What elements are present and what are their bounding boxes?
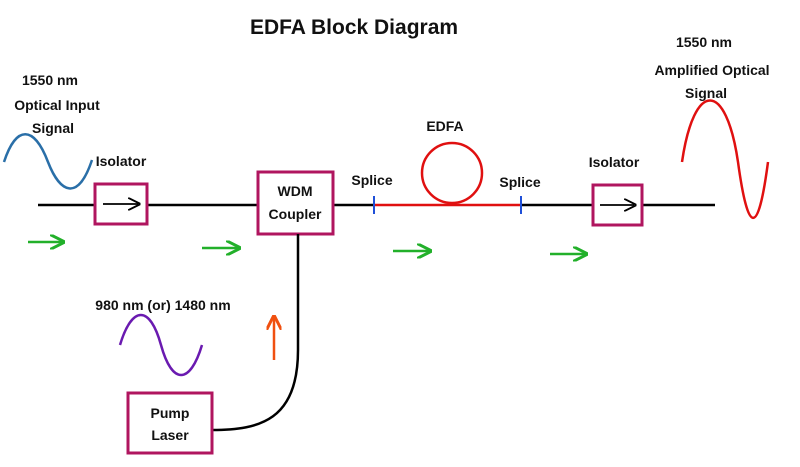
output-signal-wave xyxy=(680,99,770,219)
output-wavelength-label: 1550 nm xyxy=(676,34,732,50)
input-signal-wave xyxy=(2,133,94,190)
pump-label-line2: Laser xyxy=(151,427,189,443)
diagram-title: EDFA Block Diagram xyxy=(250,16,458,39)
input-wavelength-label: 1550 nm xyxy=(22,72,78,88)
isolator-right xyxy=(591,183,644,227)
wdm-label-line1: WDM xyxy=(278,183,313,199)
isolator-right-label: Isolator xyxy=(589,154,640,170)
pump-fiber xyxy=(211,234,300,432)
wdm-label-line2: Coupler xyxy=(269,206,322,222)
input-signal-label-line3: Signal xyxy=(32,120,74,136)
edfa-fiber xyxy=(375,141,521,207)
isolator-left xyxy=(93,182,149,226)
isolator-left-label: Isolator xyxy=(96,153,147,169)
pump-label-line1: Pump xyxy=(151,405,190,421)
edfa-label: EDFA xyxy=(426,118,463,134)
splice-left-label: Splice xyxy=(351,172,392,188)
pump-wavelength-label: 980 nm (or) 1480 nm xyxy=(95,297,230,313)
splice-right-label: Splice xyxy=(499,174,540,190)
input-signal-label-line2: Optical Input xyxy=(14,97,100,113)
output-signal-label-line3: Signal xyxy=(685,85,727,101)
pump-laser-box xyxy=(126,391,214,455)
output-signal-label-line2: Amplified Optical xyxy=(654,62,769,78)
pump-signal-wave xyxy=(118,313,204,377)
wdm-coupler-box xyxy=(256,170,335,236)
